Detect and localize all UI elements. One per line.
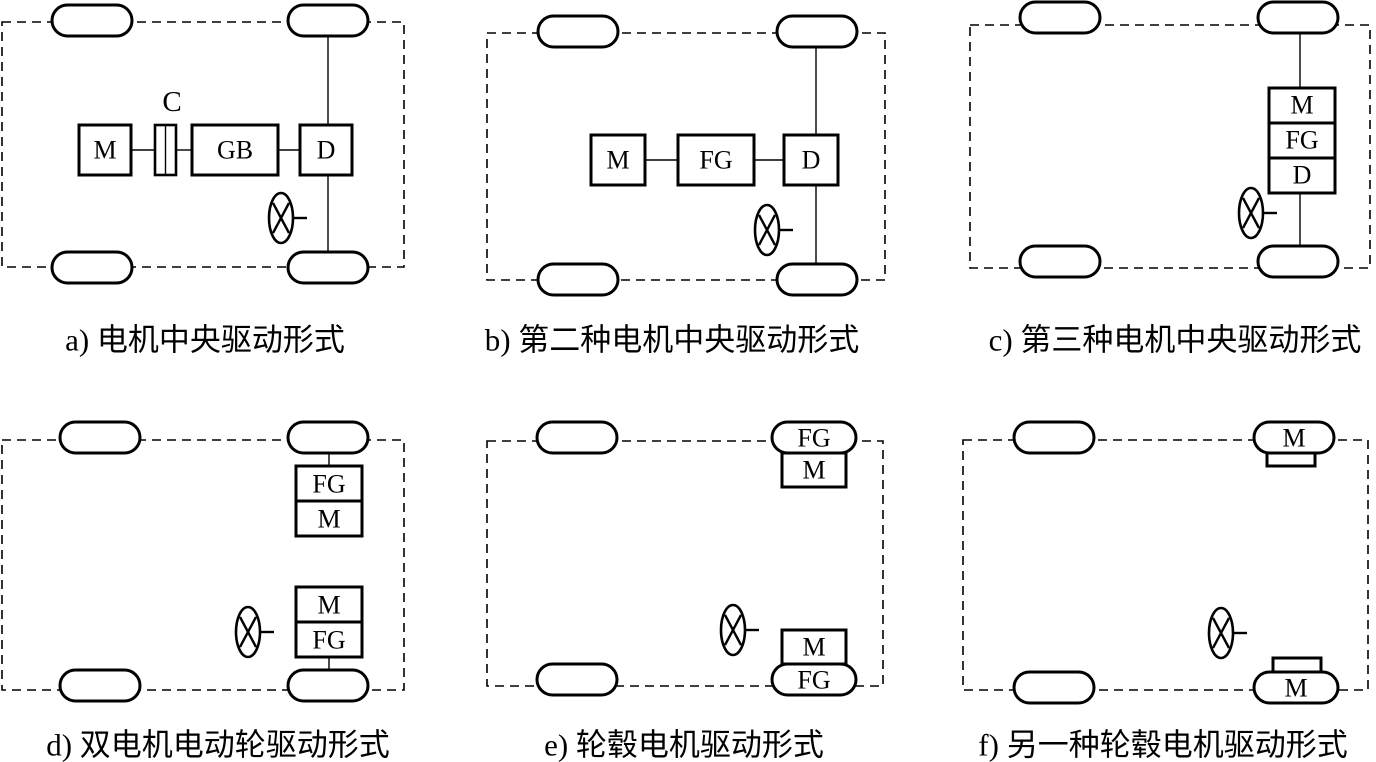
- wheel-icon: [775, 14, 859, 49]
- wheel-icon: [1256, 0, 1340, 35]
- motor-label: M: [317, 591, 340, 620]
- caption-e: e) 轮毂电机驱动形式: [544, 728, 824, 762]
- wheel-icon: [1012, 670, 1096, 705]
- steering-wheel-icon: [1237, 186, 1277, 240]
- gearbox-box: [190, 123, 280, 177]
- motor-label: M: [802, 633, 825, 662]
- motor-box: [780, 628, 848, 666]
- wheel-icon: [1256, 244, 1340, 279]
- diagram-c: M FG D c) 第三种电机中央驱动形式: [969, 0, 1371, 358]
- wheel-icon: [1252, 670, 1340, 705]
- wheel-icon: [770, 662, 858, 697]
- vehicle-frame: [1, 439, 405, 691]
- fixed-gear-box: [294, 620, 364, 659]
- caption-d: d) 双电机电动轮驱动形式: [46, 728, 390, 762]
- steering-wheel-icon: [719, 603, 759, 657]
- motor-box: [77, 123, 133, 177]
- steering-wheel-icon: [753, 203, 793, 257]
- fixed-gear-box: [1267, 121, 1337, 160]
- diagram-f: M M f) 另一种轮毂电机驱动形式: [962, 420, 1369, 762]
- caption-a: a) 电机中央驱动形式: [65, 323, 345, 358]
- fixed-gear-box: [676, 133, 756, 187]
- wheel-icon: [286, 250, 370, 285]
- fixed-gear-box: [294, 464, 364, 503]
- caption-c: c) 第三种电机中央驱动形式: [989, 323, 1362, 358]
- wheel-icon: [286, 3, 370, 38]
- wheel-icon: [1018, 244, 1102, 279]
- motor-box: [294, 585, 364, 624]
- hub-motor-box: [1271, 656, 1323, 674]
- differential-box: [782, 133, 840, 187]
- differential-label: D: [317, 136, 336, 165]
- fixed-gear-label: FG: [312, 470, 345, 499]
- differential-label: D: [802, 146, 821, 175]
- wheel-icon: [50, 3, 134, 38]
- vehicle-frame: [486, 32, 886, 281]
- wheel-icon: [286, 420, 370, 455]
- caption-f: f) 另一种轮毂电机驱动形式: [978, 728, 1347, 762]
- wheel-icon: [1252, 420, 1336, 455]
- differential-box: [1267, 156, 1337, 195]
- motor-label: M: [1282, 424, 1305, 453]
- motor-label: M: [1290, 91, 1313, 120]
- steering-wheel-icon: [234, 605, 274, 659]
- vehicle-frame: [486, 440, 884, 687]
- fixed-gear-label: FG: [699, 146, 732, 175]
- diagram-a: M C GB D a) 电机中央驱动形式: [1, 3, 405, 358]
- steering-wheel-icon: [267, 191, 307, 245]
- caption-b: b) 第二种电机中央驱动形式: [485, 323, 860, 358]
- motor-label: M: [317, 505, 340, 534]
- fixed-gear-label: FG: [312, 626, 345, 655]
- wheel-icon: [775, 262, 859, 297]
- wheel-icon: [58, 668, 142, 703]
- vehicle-frame: [969, 24, 1371, 269]
- wheel-icon: [535, 420, 619, 455]
- wheel-icon: [50, 250, 134, 285]
- steering-wheel-icon: [1207, 606, 1247, 660]
- wheel-icon: [536, 262, 620, 297]
- differential-label: D: [1293, 161, 1312, 190]
- motor-box: [294, 499, 364, 538]
- diagram-e: FG M M FG e) 轮毂电机驱动形式: [486, 420, 884, 762]
- clutch: [153, 123, 178, 177]
- motor-box: [589, 133, 647, 187]
- diagram-b: M FG D b) 第二种电机中央驱动形式: [485, 14, 886, 358]
- motor-label: M: [1284, 674, 1307, 703]
- motor-label: M: [606, 146, 629, 175]
- motor-label: M: [802, 456, 825, 485]
- clutch-label: C: [162, 86, 181, 118]
- vehicle-frame: [962, 439, 1369, 691]
- wheel-icon: [536, 14, 620, 49]
- fixed-gear-label: FG: [1285, 126, 1318, 155]
- wheel-icon: [1018, 0, 1102, 35]
- motor-label: M: [93, 136, 116, 165]
- vehicle-frame: [1, 21, 405, 268]
- wheel-icon: [535, 662, 619, 697]
- wheel-icon: [58, 420, 142, 455]
- gearbox-label: GB: [217, 136, 253, 165]
- wheel-icon: [286, 668, 370, 703]
- fixed-gear-label: FG: [797, 424, 830, 453]
- wheel-icon: [1012, 420, 1096, 455]
- diagram-d: FG M M FG d) 双电机电动轮驱动形式: [1, 420, 405, 762]
- motor-box: [780, 451, 848, 489]
- fixed-gear-label: FG: [797, 666, 830, 695]
- differential-box: [298, 123, 354, 177]
